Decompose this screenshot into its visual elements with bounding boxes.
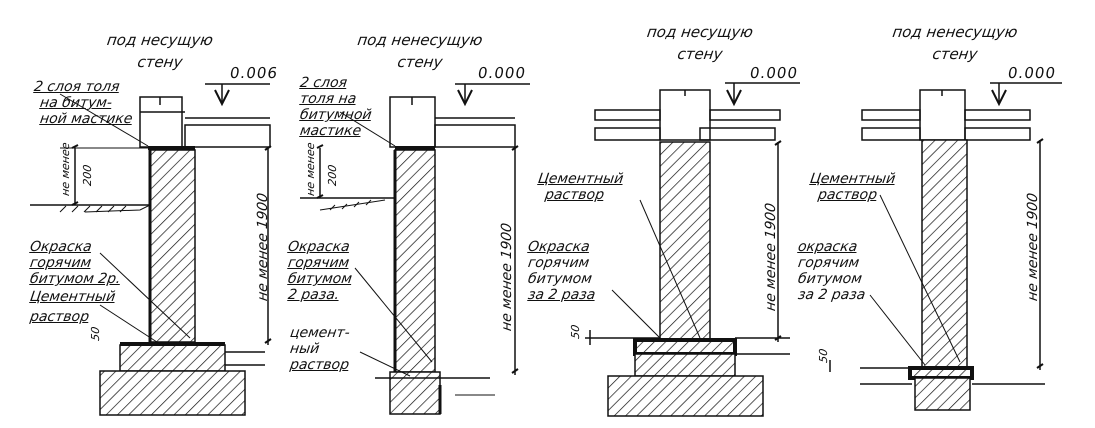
d2-dim-min: не менее bbox=[304, 141, 317, 197]
d1-dim-50: 50 bbox=[89, 325, 102, 342]
d2-layer-label-3: битумной bbox=[298, 107, 373, 123]
d1-coat-label-1: Окраска bbox=[28, 239, 93, 255]
d1-layer-label-1: 2 слоя толя bbox=[32, 79, 121, 95]
diagram-4 bbox=[829, 82, 1062, 411]
d3-dim-50: 50 bbox=[569, 323, 582, 340]
foundation-wall-4 bbox=[921, 139, 968, 369]
footing-2 bbox=[389, 371, 441, 415]
d1-dim-min: не менее bbox=[59, 141, 72, 197]
footing-base-3 bbox=[607, 375, 764, 417]
foundation-wall-1 bbox=[149, 149, 196, 343]
slab-right-4 bbox=[964, 109, 1031, 121]
d2-elevation: 0.000 bbox=[476, 64, 528, 82]
footing-4 bbox=[914, 377, 971, 411]
d4-mortar-label-1: Цементный bbox=[808, 171, 897, 187]
footing-base-1 bbox=[99, 370, 246, 416]
d1-mortar-label-2: раствор bbox=[28, 309, 91, 325]
d3-mortar-label-1: Цементный bbox=[536, 171, 625, 187]
slab-right-3 bbox=[709, 109, 781, 121]
d4-dim-1900: не менее 1900 bbox=[1025, 192, 1041, 303]
d1-title-line1: под несущую bbox=[105, 31, 215, 49]
d3-coat-label-2: горячим bbox=[526, 255, 591, 271]
d2-layer-label-4: мастике bbox=[298, 123, 363, 139]
footing-top-3 bbox=[633, 338, 737, 356]
d3-title-line1: под несущую bbox=[645, 23, 755, 41]
d1-coat-label-3: битумом 2р. bbox=[28, 271, 122, 287]
d3-elevation: 0.000 bbox=[748, 64, 800, 82]
d2-mortar-label-2: ный bbox=[288, 341, 321, 357]
wall-above-1 bbox=[139, 96, 183, 148]
diagram-2 bbox=[300, 83, 530, 415]
d3-title-line2: стену bbox=[676, 45, 724, 63]
d4-coat-label-3: битумом bbox=[796, 271, 863, 287]
d3-dim-1900: не менее 1900 bbox=[763, 202, 779, 313]
d2-title-line1: под ненесущую bbox=[356, 31, 484, 49]
d3-coat-label-3: битумом bbox=[526, 271, 593, 287]
d2-coat-label-2: горячим bbox=[286, 255, 351, 271]
d1-layer-label-2: на битум- bbox=[38, 95, 114, 111]
d2-layer-label-2: толя на bbox=[298, 91, 358, 107]
d2-coat-label-3: битумом bbox=[286, 271, 353, 287]
d1-elevation: 0.006 bbox=[228, 64, 280, 82]
d1-coat-label-2: горячим bbox=[28, 255, 93, 271]
slab-2 bbox=[434, 124, 516, 148]
d2-coat-label-4: 2 раза. bbox=[286, 287, 341, 303]
d3-mortar-label-2: раствор bbox=[543, 187, 606, 203]
d4-mortar-label-2: раствор bbox=[816, 187, 879, 203]
wall-above-4 bbox=[919, 89, 966, 141]
d1-layer-label-3: ной мастике bbox=[38, 111, 134, 127]
d2-layer-label-1: 2 слоя bbox=[298, 75, 349, 91]
d3-coat-label-1: Окраска bbox=[526, 239, 591, 255]
slab-left-3 bbox=[594, 109, 661, 121]
footing-top-1 bbox=[119, 344, 226, 372]
d4-coat-label-2: горячим bbox=[796, 255, 861, 271]
d1-title-line2: стену bbox=[136, 53, 184, 71]
slab-1 bbox=[184, 124, 271, 148]
d2-mortar-label-3: раствор bbox=[288, 357, 351, 373]
d1-mortar-label-1: Цементный bbox=[28, 289, 117, 305]
slab-left-4 bbox=[861, 109, 921, 121]
d1-dim-1900: не менее 1900 bbox=[255, 192, 271, 303]
d3-coat-label-4: за 2 раза bbox=[526, 287, 597, 303]
d2-dim-1900: не менее 1900 bbox=[499, 222, 515, 333]
d2-title-line2: стену bbox=[396, 53, 444, 71]
d2-coat-label-1: Окраска bbox=[286, 239, 351, 255]
diagram-1 bbox=[30, 83, 272, 416]
d4-coat-label-1: окраска bbox=[796, 239, 859, 255]
d4-title-line1: под ненесущую bbox=[891, 23, 1019, 41]
d1-dim-200: 200 bbox=[81, 163, 94, 187]
foundation-wall-2 bbox=[394, 149, 436, 373]
d4-dim-50: 50 bbox=[817, 347, 830, 364]
d4-coat-label-4: за 2 раза bbox=[796, 287, 867, 303]
d2-dim-200: 200 bbox=[326, 163, 339, 187]
d4-title-line2: стену bbox=[931, 45, 979, 63]
wall-above-3 bbox=[659, 89, 711, 141]
foundation-wall-3 bbox=[659, 141, 711, 341]
d4-elevation: 0.000 bbox=[1006, 64, 1058, 82]
diagram-3 bbox=[585, 82, 800, 417]
d2-mortar-label-1: цемент- bbox=[288, 325, 351, 341]
footing-top-4 bbox=[908, 366, 974, 380]
